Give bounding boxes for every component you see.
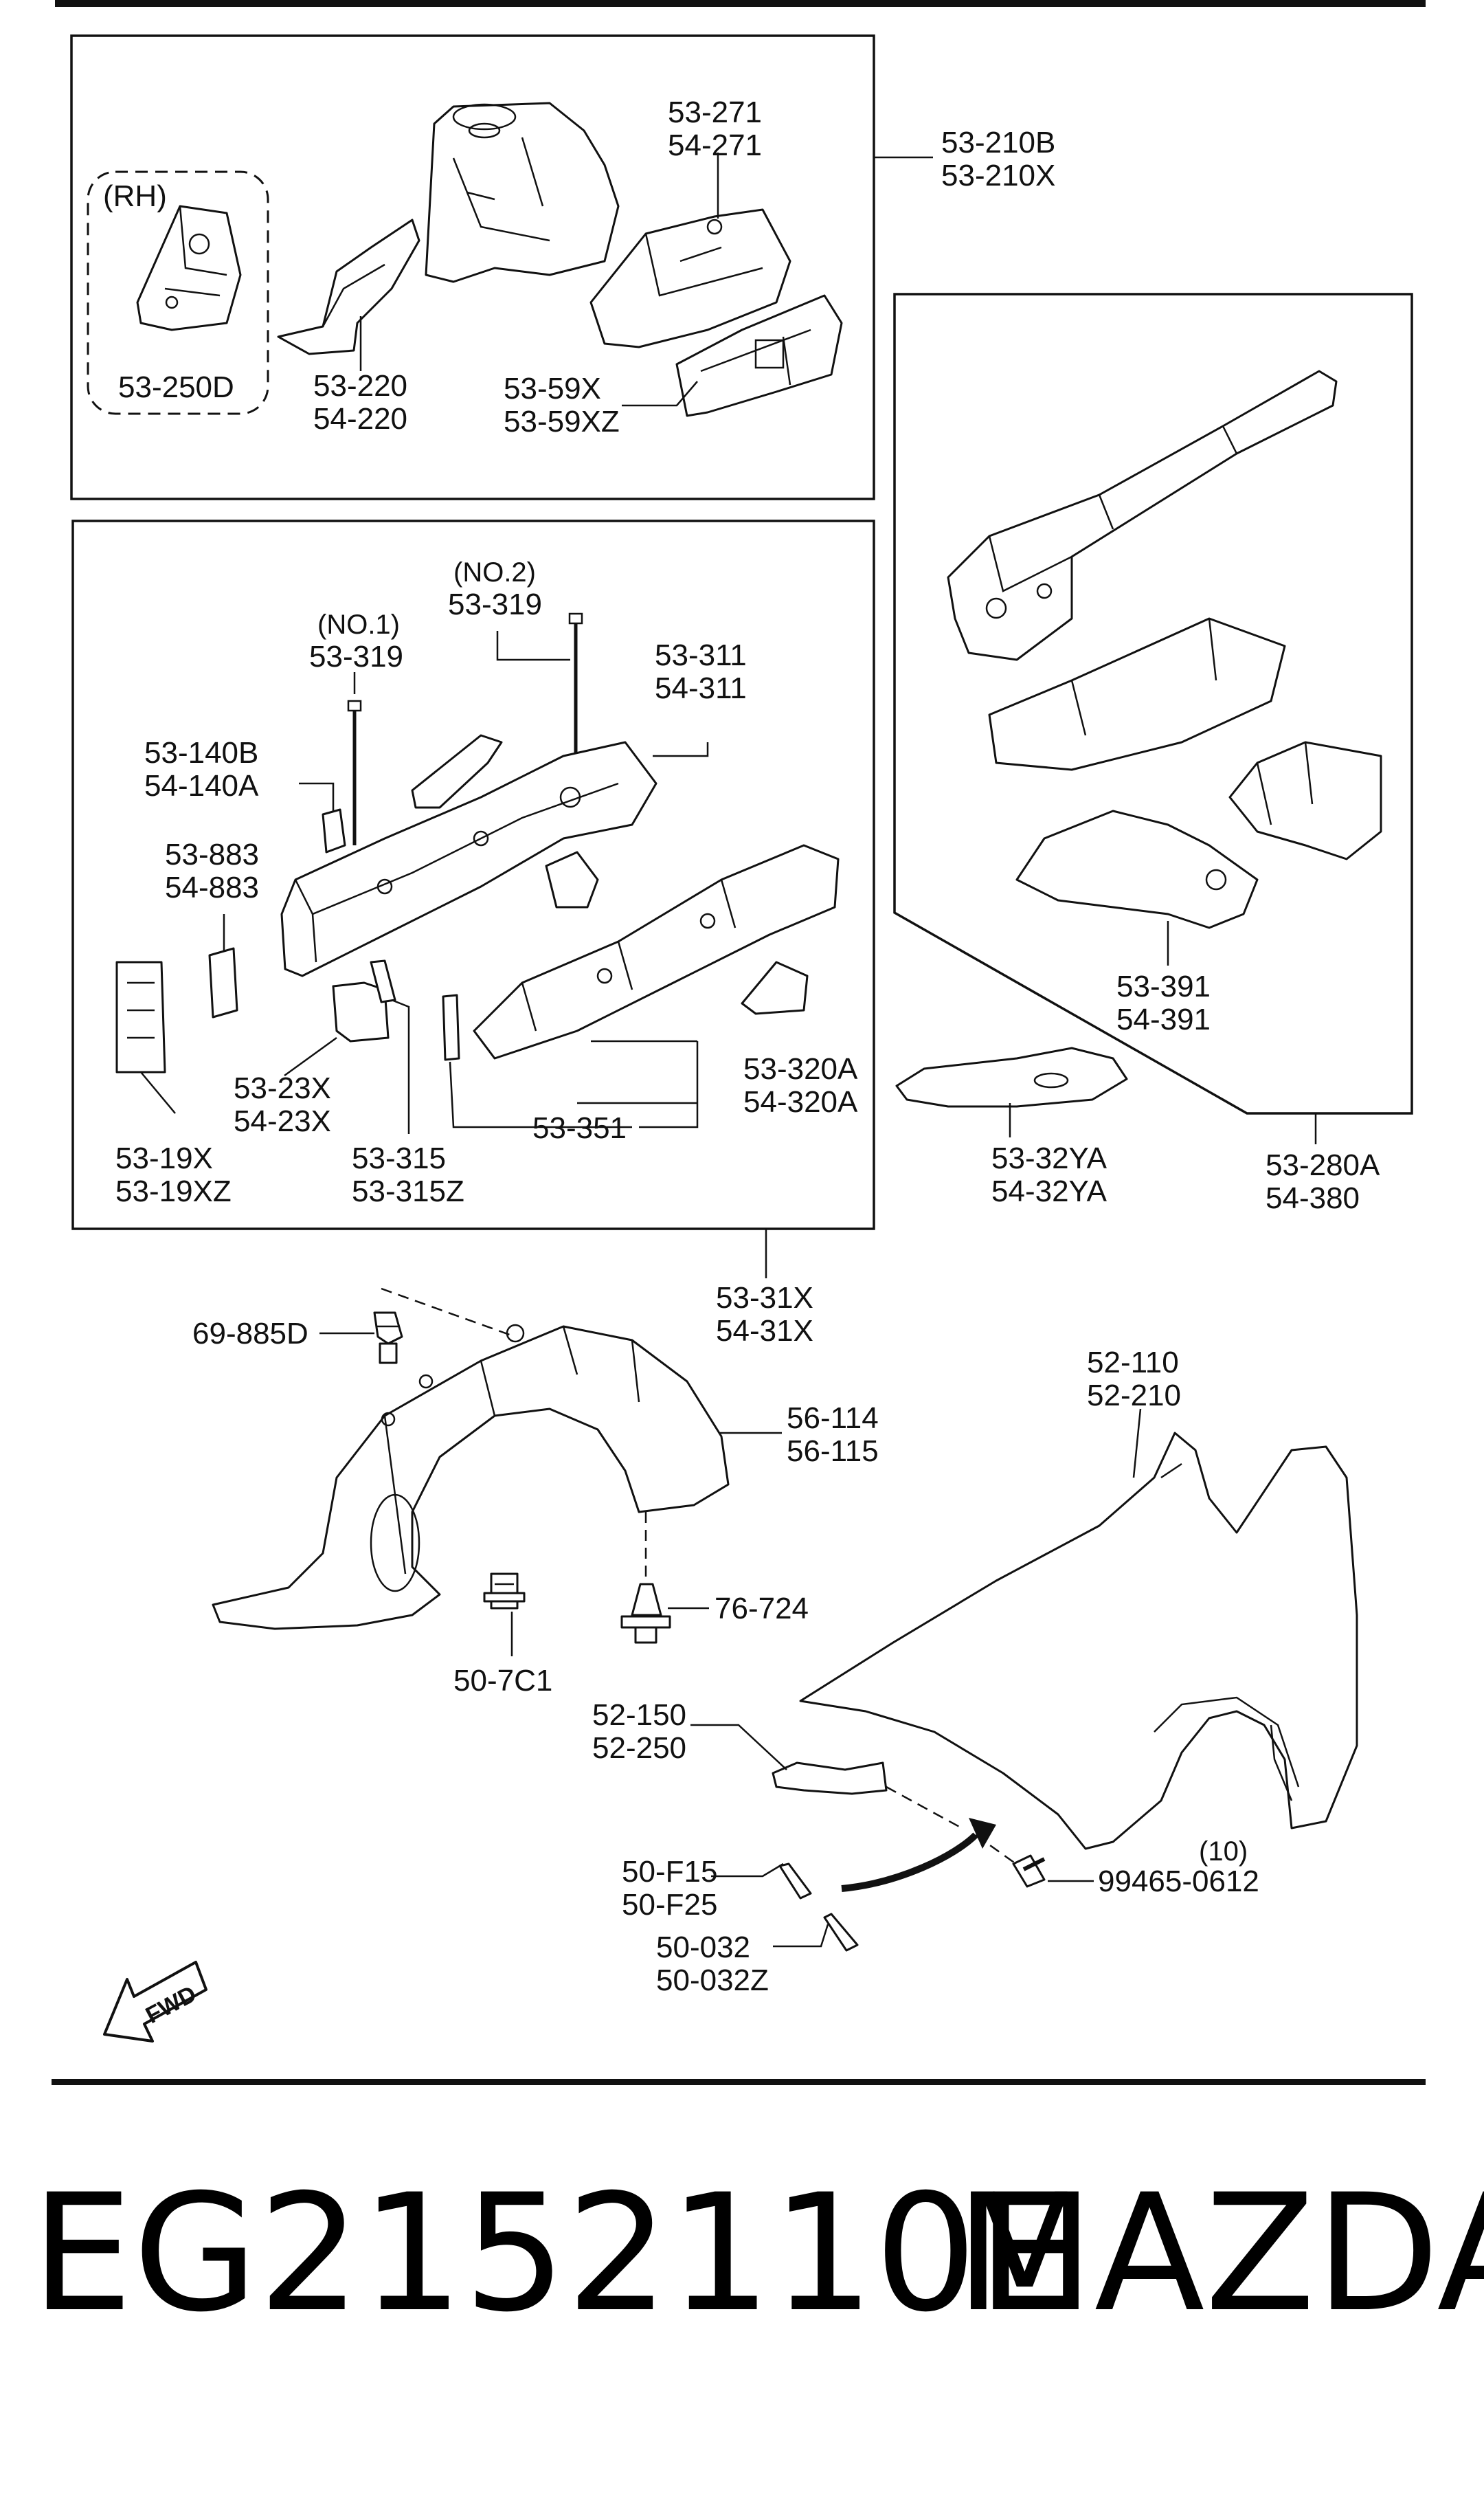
label-56-115: 56-115 xyxy=(787,1434,879,1468)
part-52-150-drawing xyxy=(772,1761,888,1795)
label-53-319-no2: 53-319 xyxy=(448,588,542,621)
label-53-59X: 53-59X xyxy=(504,372,601,405)
label-53-19X: 53-19X xyxy=(115,1142,213,1175)
part-upper-bracket-drawing xyxy=(411,734,503,809)
label-76-724: 76-724 xyxy=(715,1592,809,1625)
clip-50-7C1-drawing xyxy=(483,1572,526,1610)
label-53-210X: 53-210X xyxy=(941,159,1055,192)
part-upper-member-drawing xyxy=(988,617,1286,771)
label-53-271: 53-271 xyxy=(668,96,762,129)
assembly-arrow xyxy=(841,1832,978,1892)
label-52-250: 52-250 xyxy=(592,1731,686,1765)
label-56-114: 56-114 xyxy=(787,1401,879,1435)
label-53-280A: 53-280A xyxy=(1266,1148,1380,1182)
part-center-bracket-drawing xyxy=(545,851,599,909)
label-53-23X: 53-23X xyxy=(234,1071,331,1105)
label-no1: (NO.1) xyxy=(317,610,400,640)
box-rail-assembly xyxy=(893,293,1413,1115)
part-53-32YA-drawing xyxy=(895,1047,1128,1108)
part-53-23X-drawing xyxy=(332,981,390,1043)
clip-69-885D-drawing xyxy=(373,1311,403,1364)
label-54-380: 54-380 xyxy=(1266,1181,1360,1215)
label-54-140A: 54-140A xyxy=(144,769,259,803)
part-53-351-drawing xyxy=(442,994,460,1061)
label-50-032: 50-032 xyxy=(656,1931,750,1964)
label-54-32YA: 54-32YA xyxy=(991,1175,1108,1208)
bolt-53-319-no1 xyxy=(347,700,362,845)
bolt-53-319-no2 xyxy=(568,612,583,756)
label-rh: (RH) xyxy=(103,179,167,213)
part-53-140B-drawing xyxy=(322,808,346,854)
label-53-32YA: 53-32YA xyxy=(991,1142,1108,1175)
part-53-391-drawing xyxy=(1015,810,1259,929)
part-53-315-drawing xyxy=(370,959,396,1003)
label-52-210: 52-210 xyxy=(1087,1379,1181,1412)
label-52-150: 52-150 xyxy=(592,1698,686,1732)
leader-53-59X xyxy=(622,381,698,407)
label-qty-10: (10) xyxy=(1199,1836,1248,1867)
label-54-883: 54-883 xyxy=(165,871,259,904)
label-53-351: 53-351 xyxy=(532,1111,627,1145)
part-56-114-drawing xyxy=(212,1324,730,1630)
part-right-bracket-drawing xyxy=(741,961,809,1015)
part-53-19X-drawing xyxy=(115,961,166,1073)
label-53-59XZ: 53-59XZ xyxy=(504,405,620,438)
label-50-F15: 50-F15 xyxy=(622,1855,717,1889)
part-53-59X-drawing xyxy=(675,294,843,417)
label-53-315: 53-315 xyxy=(352,1142,446,1175)
label-53-140B: 53-140B xyxy=(144,736,258,770)
part-53-271-drawing xyxy=(589,208,791,348)
label-53-391: 53-391 xyxy=(1116,970,1211,1003)
part-53-320A-drawing xyxy=(473,844,840,1060)
part-53-311-drawing xyxy=(280,741,657,977)
box-rh-dashed xyxy=(87,170,269,415)
box-frame-assembly xyxy=(71,520,875,1230)
clip-50-F15-drawing xyxy=(778,1862,812,1900)
label-53-210B: 53-210B xyxy=(941,126,1055,159)
part-52-110-fender-drawing xyxy=(799,1432,1358,1850)
label-69-885D: 69-885D xyxy=(192,1317,308,1350)
fwd-arrow-icon: FWD xyxy=(103,1961,207,2043)
clip-76-724-drawing xyxy=(620,1583,671,1644)
label-53-311: 53-311 xyxy=(655,638,747,672)
label-54-220: 54-220 xyxy=(313,402,407,436)
label-53-315Z: 53-315Z xyxy=(352,1175,464,1208)
label-54-320A: 54-320A xyxy=(743,1085,858,1119)
label-54-271: 54-271 xyxy=(668,129,762,162)
label-53-319-no1: 53-319 xyxy=(309,640,403,674)
footer-brand: MAZDA xyxy=(955,2160,1484,2348)
label-54-391: 54-391 xyxy=(1116,1003,1211,1036)
label-54-23X: 54-23X xyxy=(234,1104,331,1138)
part-53-250D-drawing xyxy=(136,205,242,331)
part-53-220-drawing xyxy=(277,219,420,355)
part-53-210B-drawing xyxy=(425,102,620,283)
label-54-31X: 54-31X xyxy=(716,1314,813,1348)
label-53-220: 53-220 xyxy=(313,369,407,403)
clip-50-032-drawing xyxy=(823,1913,859,1952)
label-53-320A: 53-320A xyxy=(743,1052,858,1086)
label-53-250D: 53-250D xyxy=(118,370,234,404)
bottom-rule xyxy=(52,2079,1426,2085)
part-53-883-drawing xyxy=(208,947,238,1019)
part-53-280A-drawing xyxy=(947,370,1338,661)
bolt-99465-0612-drawing xyxy=(1012,1854,1046,1888)
label-50-F25: 50-F25 xyxy=(622,1888,717,1922)
label-no2: (NO.2) xyxy=(453,557,536,588)
part-floor-bracket-drawing xyxy=(1228,741,1382,860)
footer-part-number: EG2152110E xyxy=(31,2160,1079,2348)
label-53-883: 53-883 xyxy=(165,838,259,871)
label-52-110: 52-110 xyxy=(1087,1346,1179,1379)
label-99465-0612: 99465-0612 xyxy=(1098,1865,1259,1898)
label-50-7C1: 50-7C1 xyxy=(453,1664,552,1698)
label-53-19XZ: 53-19XZ xyxy=(115,1175,232,1208)
label-54-311: 54-311 xyxy=(655,671,747,705)
label-53-31X: 53-31X xyxy=(716,1281,813,1315)
top-rule xyxy=(55,0,1426,7)
label-50-032Z: 50-032Z xyxy=(656,1964,769,1997)
box-apron-assembly xyxy=(70,34,875,500)
